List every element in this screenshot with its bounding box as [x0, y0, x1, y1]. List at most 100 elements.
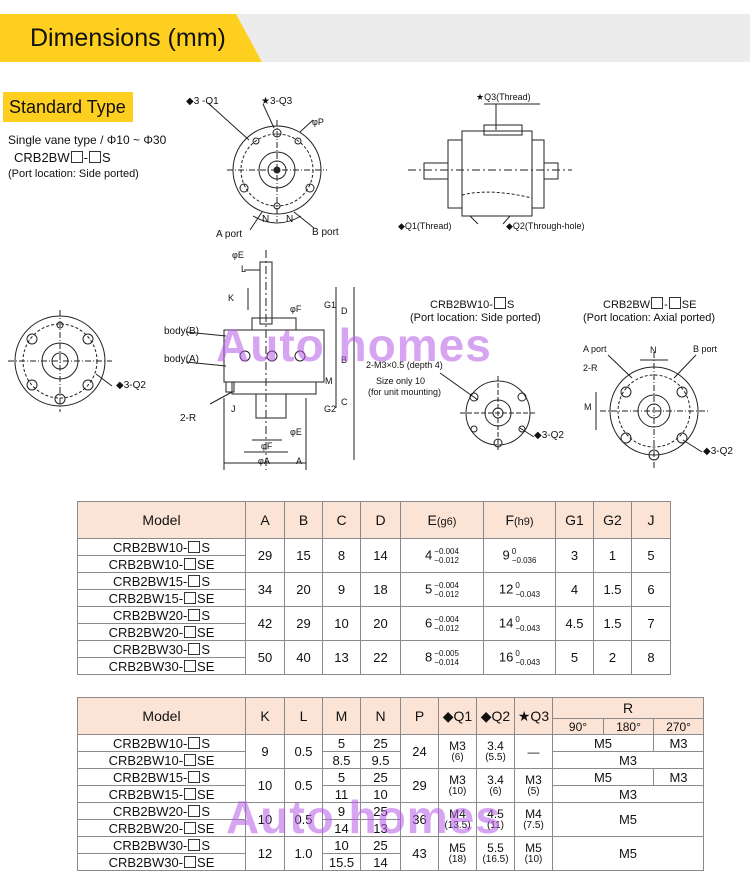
- label-k: K: [228, 293, 235, 303]
- cell-r-270: M3: [652, 734, 705, 752]
- cell-q1-sub: (10): [448, 785, 467, 797]
- cell-a: 42: [245, 606, 285, 641]
- model-name: CRB2BW10-: [108, 556, 184, 572]
- cell-k: 10: [245, 768, 285, 803]
- cell-g1: 5: [555, 640, 594, 675]
- cell-n: 25: [360, 768, 401, 786]
- crb10-drawing: [439, 372, 536, 450]
- cell-q2: 3.4(5.5): [476, 734, 515, 769]
- tolerance-upper: 0: [515, 580, 520, 590]
- cell-d: 18: [360, 572, 401, 607]
- cell-q3: M3(5): [514, 768, 553, 803]
- model-name: CRB2BW30-: [112, 641, 188, 657]
- cell-q2-sub: (11): [486, 819, 505, 831]
- cell-d: 20: [360, 606, 401, 641]
- cell-r-se: M3: [551, 751, 705, 769]
- label-phi-e-top: φE: [232, 250, 244, 260]
- cell-g1: 3: [555, 538, 594, 573]
- model-name: CRB2BW10-: [112, 539, 188, 555]
- placeholder-box: [188, 540, 201, 553]
- cell-e: 5−0.004−0.012: [400, 572, 484, 607]
- placeholder-box: [651, 297, 664, 309]
- label-n: N: [262, 214, 270, 225]
- cell-l: 0.5: [284, 768, 323, 803]
- cell-c: 10: [322, 606, 361, 641]
- label-size-only: Size only 10: [376, 376, 426, 386]
- cell-b: 29: [284, 606, 323, 641]
- cell-q1-sub: (18): [448, 853, 467, 865]
- label-m3: 2-M3×0.5 (depth 4): [366, 360, 443, 370]
- cell-f-value: 12: [498, 580, 514, 596]
- cell-q3-sub: (7.5): [523, 819, 544, 831]
- cell-q3-main: M5: [525, 840, 542, 855]
- cell-p: 43: [400, 836, 439, 871]
- cell-c: 8: [322, 538, 361, 573]
- cell-q1-main: M5: [449, 840, 466, 855]
- model-suffix: SE: [197, 658, 215, 674]
- cell-r: M5: [551, 802, 705, 837]
- cell-f-tolerance: 0−0.036: [512, 547, 537, 565]
- cell-p: 29: [400, 768, 439, 803]
- tolerance-lower: −0.012: [434, 589, 459, 599]
- cell-f-tolerance: 0−0.043: [515, 615, 540, 633]
- cell-q3: M4(7.5): [514, 802, 553, 837]
- model-suffix: S: [201, 573, 211, 589]
- cell-e: 4−0.004−0.012: [400, 538, 484, 573]
- cell-k: 10: [245, 802, 285, 837]
- crbse-title: CRB2BW-SE: [603, 297, 696, 311]
- crb10-title: CRB2BW10-S: [430, 297, 514, 311]
- elevation-drawing: [185, 250, 355, 470]
- placeholder-box: [184, 659, 197, 672]
- header-g1: G1: [555, 501, 594, 539]
- label-g2: G2: [324, 404, 337, 414]
- cell-p: 24: [400, 734, 439, 769]
- cell-a: 50: [245, 640, 285, 675]
- tolerance-lower: −0.012: [434, 555, 459, 565]
- label-n-prime: N: [286, 214, 294, 225]
- cell-q2-main: 5.5: [487, 840, 504, 855]
- placeholder-box: [184, 821, 197, 834]
- header-g2: G2: [593, 501, 632, 539]
- model-cell: CRB2BW20-S: [77, 606, 246, 624]
- placeholder-box: [188, 838, 201, 851]
- model-cell: CRB2BW30-SE: [77, 853, 246, 871]
- crb10-title-text: CRB2BW10-: [430, 299, 493, 311]
- cell-n: 9.5: [360, 751, 401, 769]
- header2-r: R: [551, 697, 705, 719]
- tolerance-upper: 0: [511, 546, 517, 556]
- header-f-label: F: [505, 512, 514, 528]
- model-name: CRB2BW15-: [112, 573, 188, 589]
- cell-m: 5: [322, 734, 361, 752]
- label-d: D: [341, 306, 348, 316]
- cell-g1: 4: [555, 572, 594, 607]
- cell-q2-sub: (5.5): [485, 751, 506, 763]
- tolerance-upper: −0.005: [434, 648, 459, 658]
- model-cell: CRB2BW15- S: [77, 572, 246, 590]
- tolerance-lower: −0.043: [515, 589, 541, 599]
- cell-q2-sub: (16.5): [482, 853, 509, 865]
- model-name: CRB2BW15-: [112, 769, 188, 785]
- model-cell: CRB2BW15-SE: [77, 785, 246, 803]
- label-front-q2: ◆3-Q2: [116, 380, 146, 391]
- cell-j: 7: [631, 606, 671, 641]
- table-row: CRB2BW20-SE: [77, 623, 671, 641]
- label-m: M: [325, 376, 333, 386]
- header2-l: L: [284, 697, 323, 735]
- cell-q1-main: M4: [449, 806, 466, 821]
- top-view-drawing: [207, 102, 327, 231]
- cell-n: 25: [360, 734, 401, 752]
- label-c: C: [341, 397, 348, 407]
- axial-n: N: [650, 345, 657, 355]
- banner-title: Dimensions (mm): [30, 24, 226, 52]
- model-cell: CRB2BW15-S: [77, 768, 246, 786]
- header2-r-90: 90°: [552, 718, 604, 735]
- label-unit-mount: (for unit mounting): [368, 387, 442, 397]
- label-side-q3: ★Q3(Thread): [476, 92, 531, 102]
- header2-m: M: [322, 697, 361, 735]
- model-suffix: SE: [197, 590, 215, 606]
